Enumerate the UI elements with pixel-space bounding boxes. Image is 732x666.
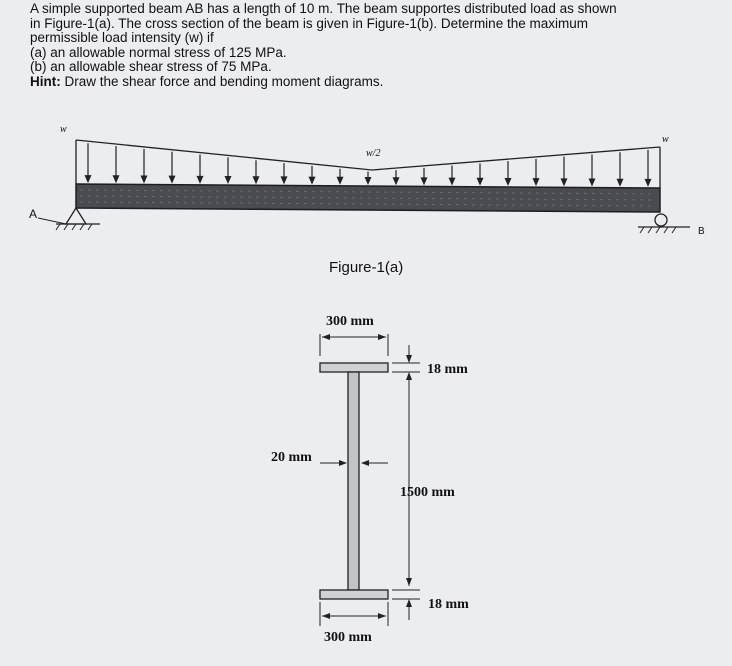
roller-support-b (638, 213, 690, 234)
beam-texture (79, 189, 657, 207)
load-arrow-head (84, 175, 92, 184)
load-mid-label: w/2 (366, 148, 381, 159)
support-a-label: A (29, 207, 38, 221)
load-right-label: w (662, 134, 669, 145)
load-arrow-head (196, 175, 204, 184)
figure-1b-cross-section (319, 334, 420, 626)
problem-statement: A simple supported beam AB has a length … (30, 1, 720, 90)
problem-line-1: A simple supported beam AB has a length … (30, 1, 617, 16)
load-arrow-head (336, 176, 344, 185)
hint-text: Draw the shear force and bending moment … (60, 73, 384, 89)
bottom-flange (319, 589, 389, 600)
hint-label: Hint: (30, 73, 61, 89)
load-arrow-head (420, 177, 428, 186)
load-profile (75, 139, 661, 171)
load-arrow-head (224, 176, 232, 185)
load-arrow-head (532, 178, 540, 187)
support-b-label: B (698, 226, 705, 237)
load-arrow-head (252, 176, 260, 185)
top-flange (319, 362, 389, 373)
load-arrow-head (308, 176, 316, 185)
problem-line-5: (b) an allowable shear stress of 75 MPa. (30, 59, 272, 74)
problem-line-2: in Figure-1(a). The cross section of the… (30, 15, 588, 31)
load-left-label: w (60, 124, 67, 135)
web-height-label: 1500 mm (400, 485, 455, 500)
load-arrow-head (280, 176, 288, 185)
load-arrow-head (392, 177, 400, 186)
load-arrow-head (112, 175, 120, 184)
web-thickness-label: 20 mm (271, 450, 312, 465)
problem-line-3: permissible load intensity (w) if (30, 30, 214, 45)
problem-line-4: (a) an allowable normal stress of 125 MP… (30, 44, 287, 60)
load-arrow-head (364, 177, 372, 185)
load-arrow-head (168, 175, 176, 184)
top-flange-width-label: 300 mm (326, 314, 374, 329)
bottom-flange-width-label: 300 mm (324, 630, 372, 645)
load-arrow-head (560, 178, 568, 187)
pin-support-a (37, 206, 100, 231)
hint-line: Hint: Draw the shear force and bending m… (30, 73, 720, 90)
load-arrow-head (448, 177, 456, 186)
load-arrows (84, 143, 652, 187)
web (347, 371, 360, 591)
load-arrow-head (644, 178, 652, 187)
top-flange-thickness-label: 18 mm (427, 362, 468, 377)
load-arrow-head (476, 177, 484, 186)
bottom-flange-thickness-label: 18 mm (428, 597, 469, 612)
figure-1a-caption: Figure-1(a) (329, 259, 404, 276)
load-arrow-head (504, 177, 512, 186)
load-arrow-head (616, 178, 624, 187)
load-arrow-head (140, 175, 148, 184)
load-arrow-head (588, 178, 596, 187)
